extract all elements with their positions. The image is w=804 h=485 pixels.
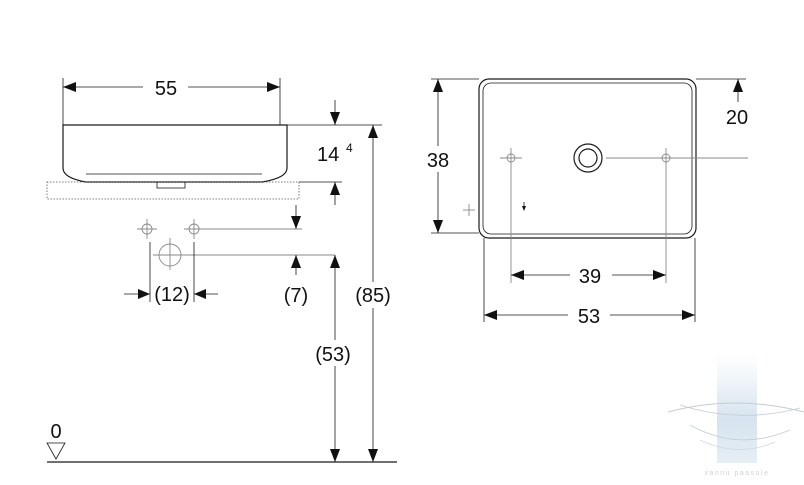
- tap-hole-outer: [573, 143, 603, 173]
- fixing-distance-dimension: 39: [511, 266, 666, 288]
- width-dimension: 55: [62, 78, 281, 125]
- floor-datum: 0: [46, 421, 397, 463]
- bowl-height-dimension: 14 4: [287, 100, 382, 205]
- total-height-dimension: (85): [355, 125, 391, 462]
- drain-height-label: (53): [315, 344, 351, 366]
- width-label: 55: [155, 78, 177, 100]
- floor-label: 0: [50, 421, 61, 443]
- side-view: 55 14 4: [46, 78, 397, 463]
- countertop: [46, 181, 300, 200]
- drain-offset-dimension: (7): [284, 205, 308, 307]
- tap-hole-offset-dimension: 20: [696, 78, 748, 129]
- top-view: 38 20 39 53: [427, 78, 748, 328]
- depth-dimension: 38: [427, 78, 479, 234]
- fixing-holes: [463, 148, 677, 283]
- top-width-dimension: 53: [483, 238, 696, 328]
- bowl-height-superscript: 4: [346, 141, 353, 155]
- overflow-offset-dimension: (12): [124, 284, 218, 306]
- tap-hole-offset-label: 20: [726, 107, 748, 129]
- drain-symbols: [137, 219, 335, 302]
- watermark-bar: [717, 355, 757, 463]
- drain-height-dimension: (53): [315, 255, 351, 462]
- fixing-distance-label: 39: [579, 266, 601, 288]
- top-width-label: 53: [578, 306, 600, 328]
- depth-label: 38: [427, 150, 449, 172]
- drain-outlet: [156, 181, 186, 189]
- tap-hole-inner: [578, 148, 598, 168]
- total-height-label: (85): [355, 285, 391, 307]
- watermark-swoosh: [667, 402, 804, 413]
- bowl-height-label: 14: [317, 144, 339, 166]
- overflow-offset-label: (12): [154, 284, 190, 306]
- drain-offset-label: (7): [284, 285, 308, 307]
- datum-triangle: [46, 442, 66, 460]
- watermark-logo: vannu paasule: [667, 355, 804, 477]
- basin-inner-outline: [482, 82, 693, 235]
- basin-profile: [62, 124, 288, 183]
- basin-outer-outline: [478, 78, 697, 239]
- watermark-text: vannu paasule: [704, 470, 769, 477]
